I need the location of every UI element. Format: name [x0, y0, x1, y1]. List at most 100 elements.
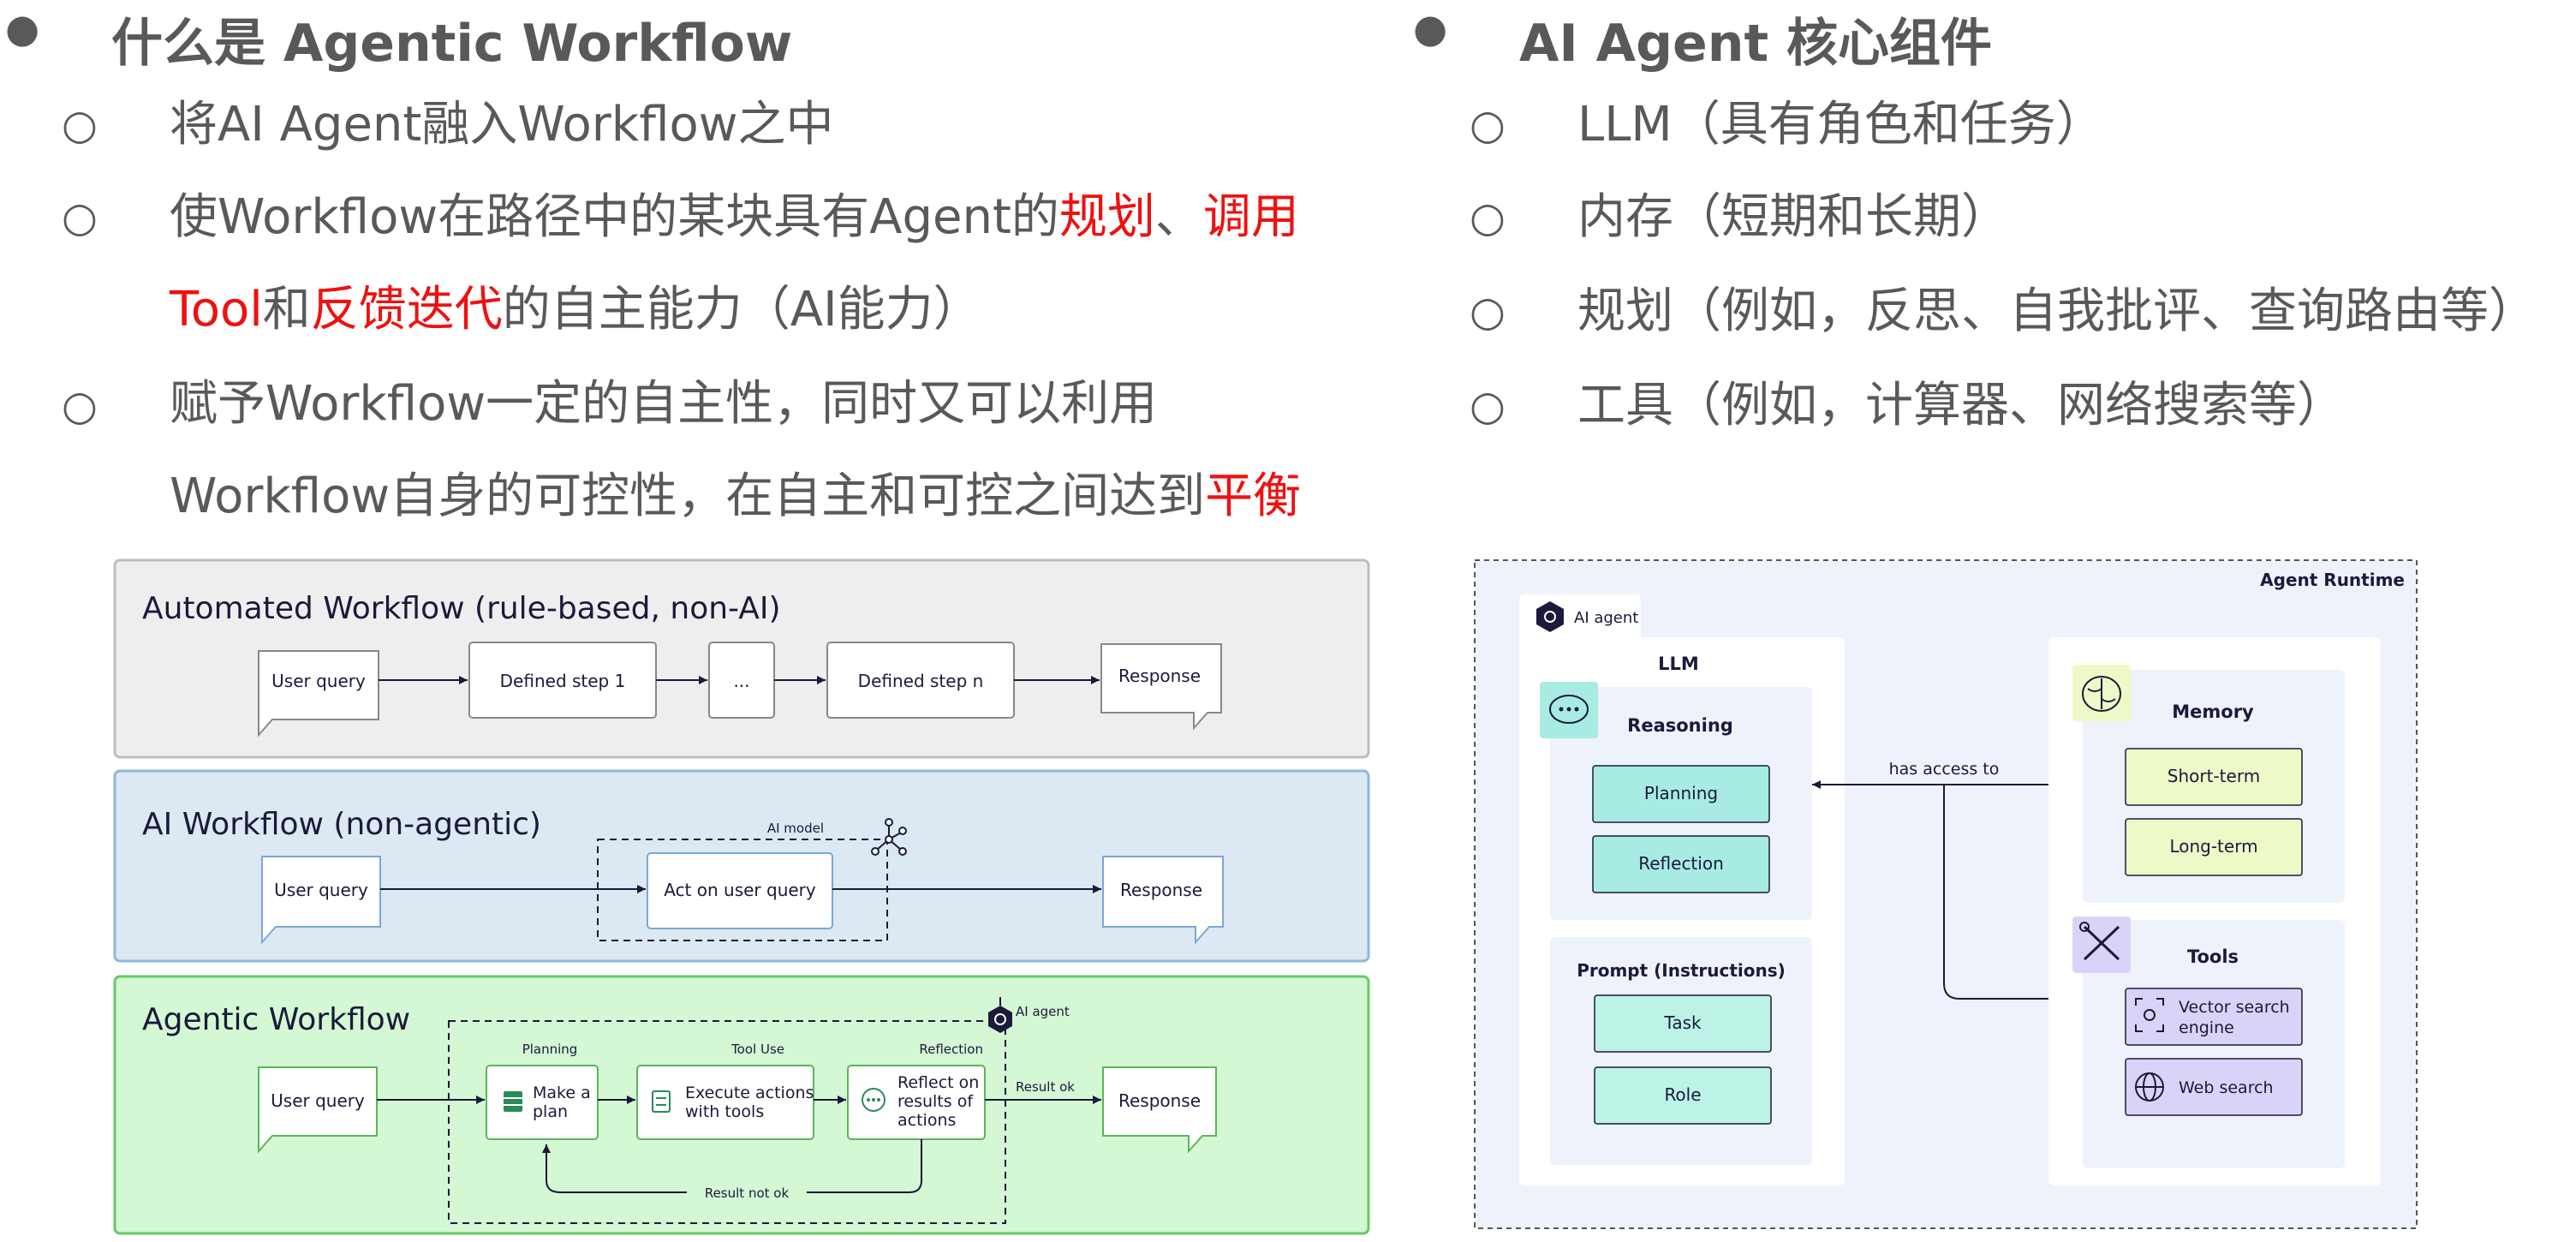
right-item-1: LLM（具有角色和任务） [1577, 97, 2104, 152]
sub-bullet-circle: ○ [1470, 382, 1506, 430]
right-item-3: 规划（例如，反思、自我批评、查询路由等） [1577, 284, 2537, 339]
tools-wrench-icon [2072, 917, 2131, 973]
ellipsis-label: ... [733, 671, 749, 691]
execute-actions-label: Execute actions [685, 1084, 814, 1102]
defined-step-n-box: Defined step n [826, 642, 1015, 719]
llm-label: LLM [1658, 654, 1699, 674]
agent-runtime-label: Agent Runtime [2260, 570, 2405, 590]
reflection-step-label: Reflection [919, 1042, 983, 1057]
vector-search-box: Vector search engine [2125, 988, 2303, 1046]
left-item-3-line-1: 赋予Workflow一定的自主性，同时又可以利用 [170, 376, 1158, 432]
planning-label: Planning [1644, 783, 1718, 803]
reflect-label: results of [897, 1092, 974, 1111]
user-query-label: User query [271, 1090, 365, 1111]
reflection-label: Reflection [1638, 853, 1724, 874]
task-label: Task [1663, 1012, 1702, 1033]
make-a-plan-box: Make a plan [486, 1065, 599, 1140]
defined-step-1-box: Defined step 1 [468, 642, 657, 719]
long-term-label: Long-term [2169, 836, 2257, 857]
web-search-box: Web search [2125, 1058, 2303, 1116]
response-bubble: Response [1100, 643, 1222, 731]
ai-agent-icon [1536, 601, 1564, 632]
agentic-workflow-panel: Agentic Workflow AI agent User query Pla… [113, 975, 1370, 1235]
response-label: Response [1120, 880, 1202, 900]
short-term-box: Short-term [2125, 748, 2303, 806]
right-item-4: 工具（例如，计算器、网络搜索等） [1577, 378, 2345, 433]
reasoning-chat-icon [1540, 682, 1598, 738]
user-query-bubble: User query [258, 1066, 378, 1154]
ai-agent-label: AI agent [1016, 1004, 1070, 1019]
sub-bullet-circle: ○ [1470, 194, 1506, 242]
act-on-user-query-label: Act on user query [664, 880, 816, 900]
left-item-1: 将AI Agent融入Workflow之中 [170, 97, 834, 152]
left-item-3-line-2: Workflow自身的可控性，在自主和可控之间达到平衡 [170, 469, 1302, 524]
user-query-bubble: User query [258, 650, 379, 737]
reflection-box: Reflection [1592, 835, 1770, 893]
sub-bullet-circle: ○ [1470, 101, 1506, 149]
tools-label: Tools [2187, 946, 2239, 967]
web-search-label: Web search [2179, 1078, 2274, 1097]
result-ok-label: Result ok [1016, 1079, 1075, 1095]
reasoning-label: Reasoning [1627, 715, 1733, 736]
planning-box: Planning [1592, 765, 1770, 823]
memory-brain-icon [2072, 665, 2131, 721]
left-heading: 什么是 Agentic Workflow [111, 14, 793, 74]
globe-icon [2135, 1072, 2164, 1102]
execute-actions-label: with tools [685, 1102, 764, 1121]
vector-search-label: engine [2179, 1018, 2234, 1037]
ai-workflow-title: AI Workflow (non-agentic) [142, 807, 541, 842]
user-query-label: User query [274, 880, 368, 900]
reflect-box: Reflect on results of actions [847, 1065, 986, 1140]
agent-runtime-diagram: Agent Runtime AI agent LLM Reasoning Pla… [1474, 559, 2418, 1229]
tool-use-step-label: Tool Use [730, 1042, 784, 1057]
reflect-label: actions [897, 1111, 956, 1130]
ai-agent-dashed-boundary [448, 1020, 1006, 1224]
prompt-label: Prompt (Instructions) [1577, 960, 1786, 981]
automated-workflow-title: Automated Workflow (rule-based, non-AI) [142, 591, 781, 626]
ai-agent-tab-label: AI agent [1574, 609, 1638, 627]
make-a-plan-label: Make a [533, 1084, 591, 1102]
sub-bullet-circle: ○ [62, 194, 98, 242]
memory-label: Memory [2172, 702, 2254, 722]
chat-icon [862, 1088, 886, 1112]
act-on-user-query-box: Act on user query [647, 852, 833, 929]
planning-step-label: Planning [522, 1042, 578, 1057]
task-box: Task [1594, 994, 1772, 1053]
ai-model-label: AI model [767, 821, 824, 836]
defined-step-n-label: Defined step n [858, 671, 984, 691]
sub-bullet-circle: ○ [1470, 288, 1506, 336]
left-item-2-line-1: 使Workflow在路径中的某块具有Agent的规划、调用 [170, 189, 1299, 245]
ellipsis-step-box: ... [708, 642, 775, 719]
defined-step-1-label: Defined step 1 [500, 671, 626, 691]
vector-search-icon [2135, 998, 2164, 1032]
right-item-2: 内存（短期和长期） [1577, 189, 2009, 245]
bullet-dot: ● [5, 5, 40, 51]
execute-actions-box: Execute actions with tools [636, 1065, 814, 1140]
agentic-workflow-title: Agentic Workflow [142, 1002, 410, 1037]
ai-workflow-panel: AI Workflow (non-agentic) User query AI … [113, 769, 1370, 963]
workflow-comparison-diagram: Automated Workflow (rule-based, non-AI) … [113, 558, 1370, 1235]
user-query-label: User query [271, 671, 366, 691]
access-arrow-tools [1943, 785, 2081, 1003]
reflect-label: Reflect on [897, 1073, 979, 1092]
result-not-ok-label: Result not ok [705, 1185, 790, 1201]
response-bubble: Response [1102, 1066, 1217, 1154]
role-label: Role [1664, 1084, 1701, 1105]
make-a-plan-label: plan [533, 1102, 568, 1121]
role-box: Role [1594, 1066, 1772, 1125]
vector-search-label: Vector search [2179, 998, 2290, 1017]
document-icon [652, 1090, 671, 1113]
ai-agent-icon [988, 997, 1012, 1033]
plan-list-icon [504, 1091, 522, 1112]
user-query-bubble: User query [261, 856, 381, 945]
long-term-box: Long-term [2125, 818, 2303, 876]
ai-model-icon [871, 818, 907, 856]
sub-bullet-circle: ○ [62, 101, 98, 149]
has-access-label: has access to [1889, 760, 2000, 779]
short-term-label: Short-term [2168, 766, 2260, 786]
right-heading: AI Agent 核心组件 [1519, 14, 1993, 74]
sub-bullet-circle: ○ [62, 382, 98, 430]
response-bubble: Response [1102, 856, 1224, 945]
left-item-2-line-2: Tool和反馈迭代的自主能力（AI能力） [170, 282, 981, 337]
response-label: Response [1118, 666, 1201, 686]
